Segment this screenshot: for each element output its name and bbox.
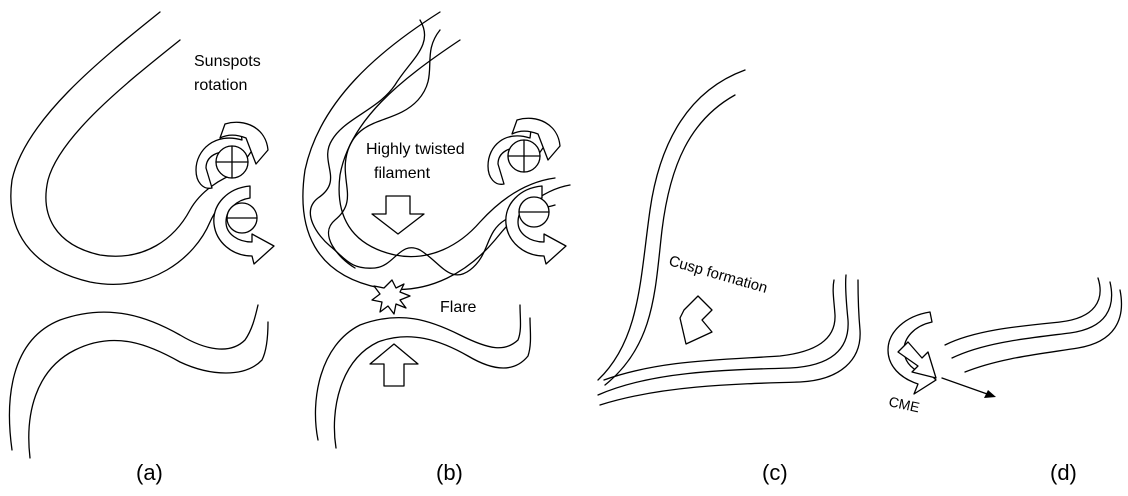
sunspots-label-line1: Sunspots (194, 53, 261, 70)
post-eruption-line-1 (945, 278, 1100, 345)
flux-tube-lower-inner-a (29, 322, 268, 458)
caption-d: (d) (1050, 460, 1077, 485)
caption-c: (c) (762, 460, 788, 485)
block-arrow-icon (372, 196, 424, 234)
filament-label-line1: Highly twisted (366, 141, 465, 158)
block-arrow-icon (680, 296, 712, 344)
flux-tube-lower-inner-b (334, 318, 530, 448)
flare-label: Flare (440, 299, 477, 316)
panel-a: Sunspots rotation (a) (9, 12, 274, 485)
cme-label: CME (887, 393, 921, 415)
post-eruption-line-2 (952, 282, 1112, 358)
cusp-line-outer (598, 70, 745, 380)
panel-c: Cusp formation (c) (598, 70, 860, 485)
ejection-arrow-icon (942, 378, 990, 395)
caption-a: (a) (136, 460, 163, 485)
cusp-formation-label: Cusp formation (667, 253, 769, 297)
caption-b: (b) (436, 460, 463, 485)
panel-d: CME (d) (887, 278, 1121, 485)
filament-label-line2: filament (374, 165, 431, 182)
flare-burst-icon (372, 280, 410, 314)
cusp-floor-outer (598, 275, 848, 395)
panel-b: Highly twisted filament Flare (b) (303, 12, 570, 485)
flux-tube-lower-outer-a (9, 305, 258, 450)
sunspots-label-line2: rotation (194, 77, 247, 94)
block-arrow-icon (370, 344, 418, 386)
